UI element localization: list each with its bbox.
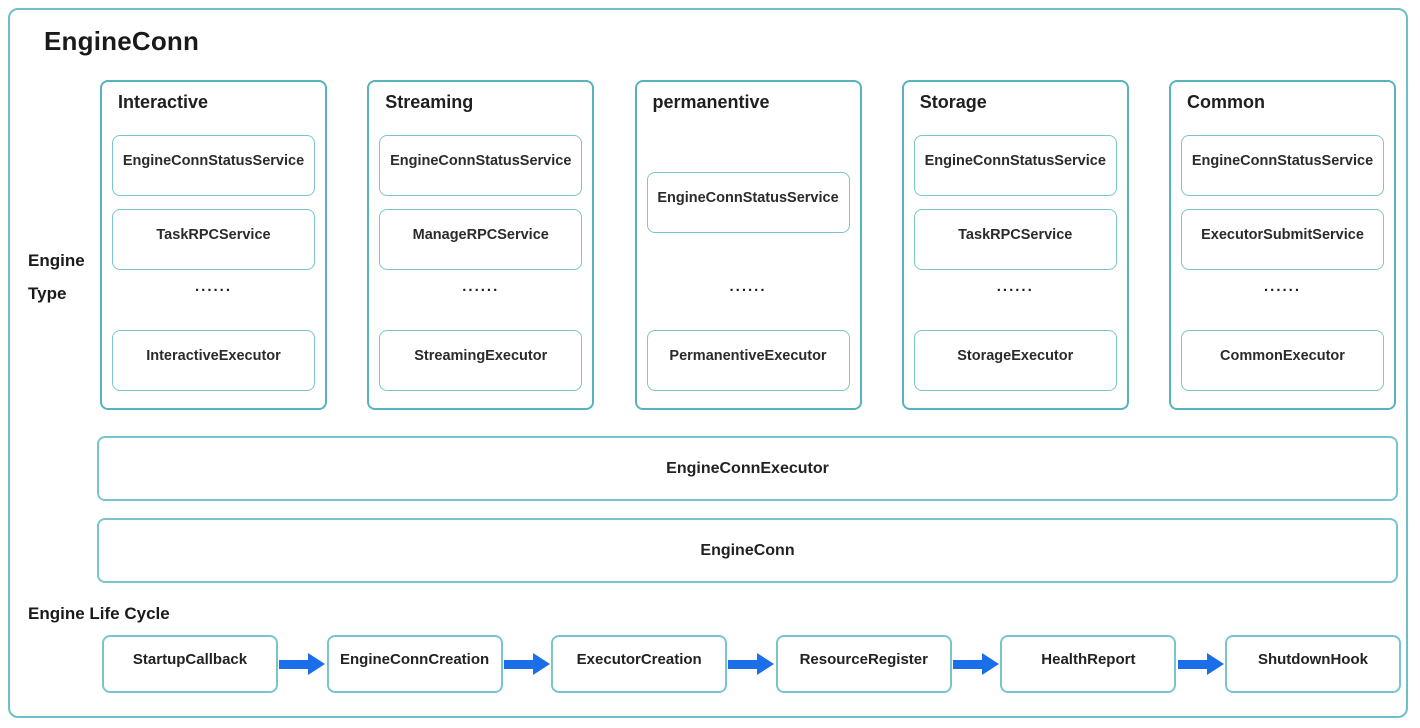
column-storage: Storage EngineConnStatusService TaskRPCS…: [901, 80, 1129, 410]
engine-life-cycle-label: Engine Life Cycle: [28, 604, 170, 623]
lifecycle-step: ResourceRegister: [775, 635, 952, 693]
engine-type-label-line1: Engine: [28, 251, 85, 270]
column-title: Storage: [919, 92, 987, 112]
ellipsis-placeholder: ......: [194, 278, 232, 295]
arrow-head: [757, 653, 775, 675]
service-box: ManageRPCService: [379, 209, 583, 270]
ellipsis-placeholder: ......: [1263, 278, 1301, 295]
ellipsis-placeholder: ......: [996, 278, 1034, 295]
ellipsis-placeholder: ......: [729, 278, 767, 295]
engineconn-executor-bar: EngineConnExecutor: [97, 436, 1398, 501]
executor-box: StorageExecutor: [913, 330, 1117, 391]
service-box: TaskRPCService: [913, 209, 1117, 270]
arrow-line: [953, 659, 983, 669]
service-box: EngineConnStatusService: [112, 135, 315, 196]
arrow-line: [503, 659, 533, 669]
arrow-line: [1177, 659, 1207, 669]
engine-type-label-line2: Type: [28, 284, 67, 303]
engineconn-container: EngineConn Engine Type Interactive Engin…: [8, 8, 1408, 718]
flow-arrow-icon: [727, 635, 776, 693]
engine-type-columns: Interactive EngineConnStatusService Task…: [100, 80, 1396, 410]
column-interactive: Interactive EngineConnStatusService Task…: [100, 80, 327, 410]
flow-arrow-icon: [952, 635, 1001, 693]
lifecycle-step: HealthReport: [1000, 635, 1177, 693]
arrow-line: [279, 659, 309, 669]
arrow-head: [982, 653, 1000, 675]
service-box: TaskRPCService: [112, 209, 315, 270]
service-box: EngineConnStatusService: [379, 135, 583, 196]
service-box: EngineConnStatusService: [646, 172, 850, 233]
engine-type-label: Engine Type: [28, 244, 85, 310]
executor-box: InteractiveExecutor: [112, 330, 315, 391]
service-box: ExecutorSubmitService: [1181, 209, 1384, 270]
column-title: Common: [1187, 92, 1265, 112]
flow-arrow-icon: [278, 635, 327, 693]
diagram-title: EngineConn: [44, 26, 200, 56]
ellipsis-placeholder: ......: [462, 278, 500, 295]
lifecycle-step: ExecutorCreation: [551, 635, 728, 693]
executor-box: CommonExecutor: [1181, 330, 1384, 391]
arrow-head: [1206, 653, 1224, 675]
arrow-head: [532, 653, 550, 675]
lifecycle-step: StartupCallback: [102, 635, 278, 693]
column-title: permanentive: [652, 92, 770, 112]
column-common: Common EngineConnStatusService ExecutorS…: [1169, 80, 1396, 410]
service-box: EngineConnStatusService: [1181, 135, 1384, 196]
lifecycle-step: EngineConnCreation: [326, 635, 503, 693]
column-title: Streaming: [385, 92, 474, 112]
flow-arrow-icon: [1176, 635, 1225, 693]
engine-life-cycle-flow: StartupCallback EngineConnCreation Execu…: [102, 635, 1401, 693]
arrow-head: [308, 653, 326, 675]
engineconn-bar: EngineConn: [97, 518, 1398, 583]
column-title: Interactive: [118, 92, 209, 112]
column-permanentive: permanentive EngineConnStatusService ...…: [634, 80, 862, 410]
column-streaming: Streaming EngineConnStatusService Manage…: [367, 80, 595, 410]
flow-arrow-icon: [503, 635, 552, 693]
service-box: EngineConnStatusService: [913, 135, 1117, 196]
executor-box: StreamingExecutor: [379, 330, 583, 391]
executor-box: PermanentiveExecutor: [646, 330, 850, 391]
arrow-line: [728, 659, 758, 669]
lifecycle-step: ShutdownHook: [1224, 635, 1401, 693]
